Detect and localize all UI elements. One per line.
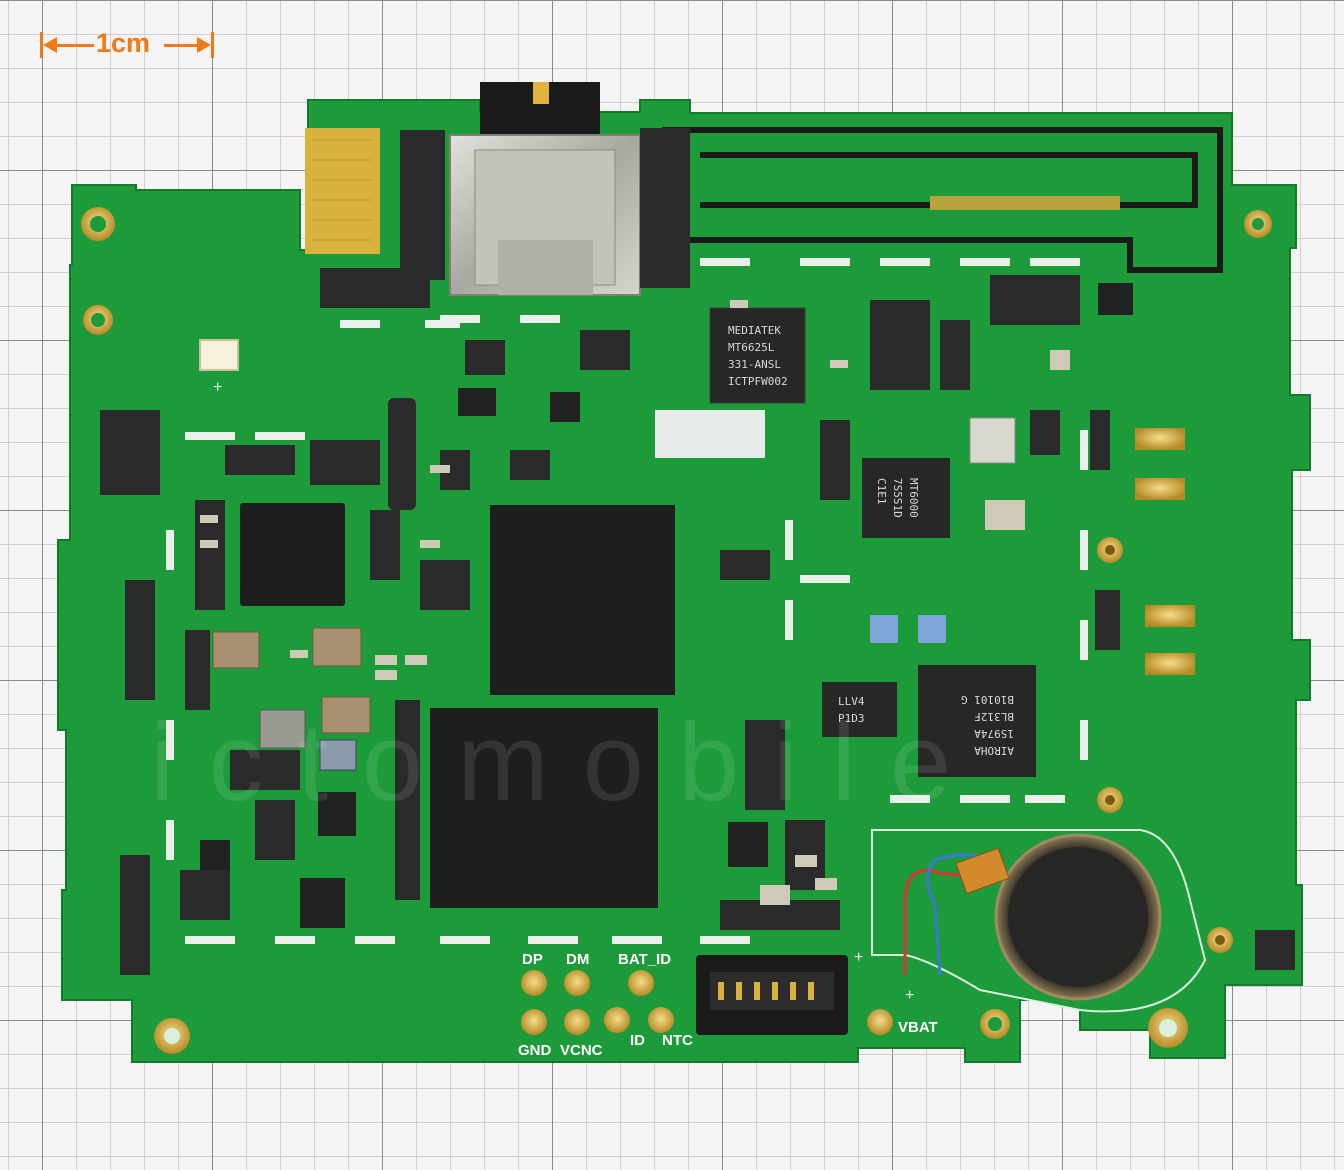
vibration-motor bbox=[903, 833, 1162, 1001]
battery-connector bbox=[696, 955, 848, 1035]
rf-contacts bbox=[1097, 428, 1233, 953]
scale-bar-right-tick bbox=[211, 32, 214, 58]
pad-label-dp: DP bbox=[522, 951, 543, 968]
pa-chip: LLV4 P1D3 bbox=[822, 682, 897, 737]
blue-component-1 bbox=[870, 615, 898, 643]
headphone-jack bbox=[449, 82, 641, 296]
mediatek-line-1: MEDIATEK bbox=[728, 324, 781, 337]
scale-line-left bbox=[50, 44, 94, 47]
test-pads bbox=[521, 970, 893, 1035]
airoha-line-4: B10101 G bbox=[961, 693, 1014, 706]
pa-line-1: LLV4 bbox=[838, 695, 865, 708]
led-plus-label: + bbox=[213, 379, 222, 396]
pad-label-dm: DM bbox=[566, 951, 589, 968]
scale-line-right bbox=[164, 44, 204, 47]
mediatek-line-2: MT6625L bbox=[728, 341, 775, 354]
smd-components bbox=[100, 128, 1295, 975]
inductors bbox=[212, 627, 371, 771]
pmic-chip: MT6000 7S5S1D C1E1 bbox=[862, 458, 950, 538]
small-ics bbox=[200, 283, 1133, 928]
pad-label-id: ID bbox=[630, 1032, 645, 1049]
pad-label-vbat: VBAT bbox=[898, 1019, 938, 1036]
pmic-line-2: 7S5S1D bbox=[891, 478, 904, 518]
motor-plus-label: + bbox=[905, 987, 914, 1004]
mediatek-line-4: ICTPFW002 bbox=[728, 375, 788, 388]
airoha-line-1: AIROHA bbox=[974, 744, 1014, 757]
antenna-contact bbox=[305, 128, 380, 254]
pmic-line-3: C1E1 bbox=[875, 478, 888, 505]
shield-label bbox=[655, 410, 765, 458]
blue-component-2 bbox=[918, 615, 946, 643]
shield-clips bbox=[166, 258, 1088, 944]
flash-led bbox=[199, 339, 239, 371]
mediatek-chip: MEDIATEK MT6625L 331-ANSL ICTPFW002 bbox=[709, 307, 806, 404]
pad-label-bat-id: BAT_ID bbox=[618, 951, 671, 968]
smd-capacitors bbox=[200, 300, 1070, 905]
scale-label: 1cm bbox=[96, 28, 151, 58]
mediatek-line-3: 331-ANSL bbox=[728, 358, 781, 371]
pad-label-vcnc: VCNC bbox=[560, 1042, 603, 1059]
left-ic bbox=[240, 503, 345, 606]
airoha-line-2: 1S974A bbox=[974, 727, 1014, 740]
connector-plus-label: + bbox=[854, 949, 863, 966]
side-switch bbox=[388, 398, 416, 510]
pmic-line-1: MT6000 bbox=[907, 478, 920, 518]
mounting-holes bbox=[81, 207, 1272, 1054]
pad-label-gnd: GND bbox=[518, 1042, 552, 1059]
watermark-text: ictomobile bbox=[150, 701, 985, 824]
pad-label-ntc: NTC bbox=[662, 1032, 693, 1049]
scale-bar-left-tick bbox=[40, 32, 43, 58]
memory-chip bbox=[430, 708, 658, 908]
scale-bar: 1cm bbox=[40, 22, 214, 62]
crystal bbox=[969, 417, 1016, 464]
scale-arrow-right-icon bbox=[197, 37, 211, 53]
airoha-chip: AIROHA 1S974A BL312F B10101 G bbox=[918, 665, 1036, 777]
main-soc bbox=[490, 505, 675, 695]
pa-line-2: P1D3 bbox=[838, 712, 865, 725]
airoha-line-3: BL312F bbox=[974, 710, 1014, 723]
